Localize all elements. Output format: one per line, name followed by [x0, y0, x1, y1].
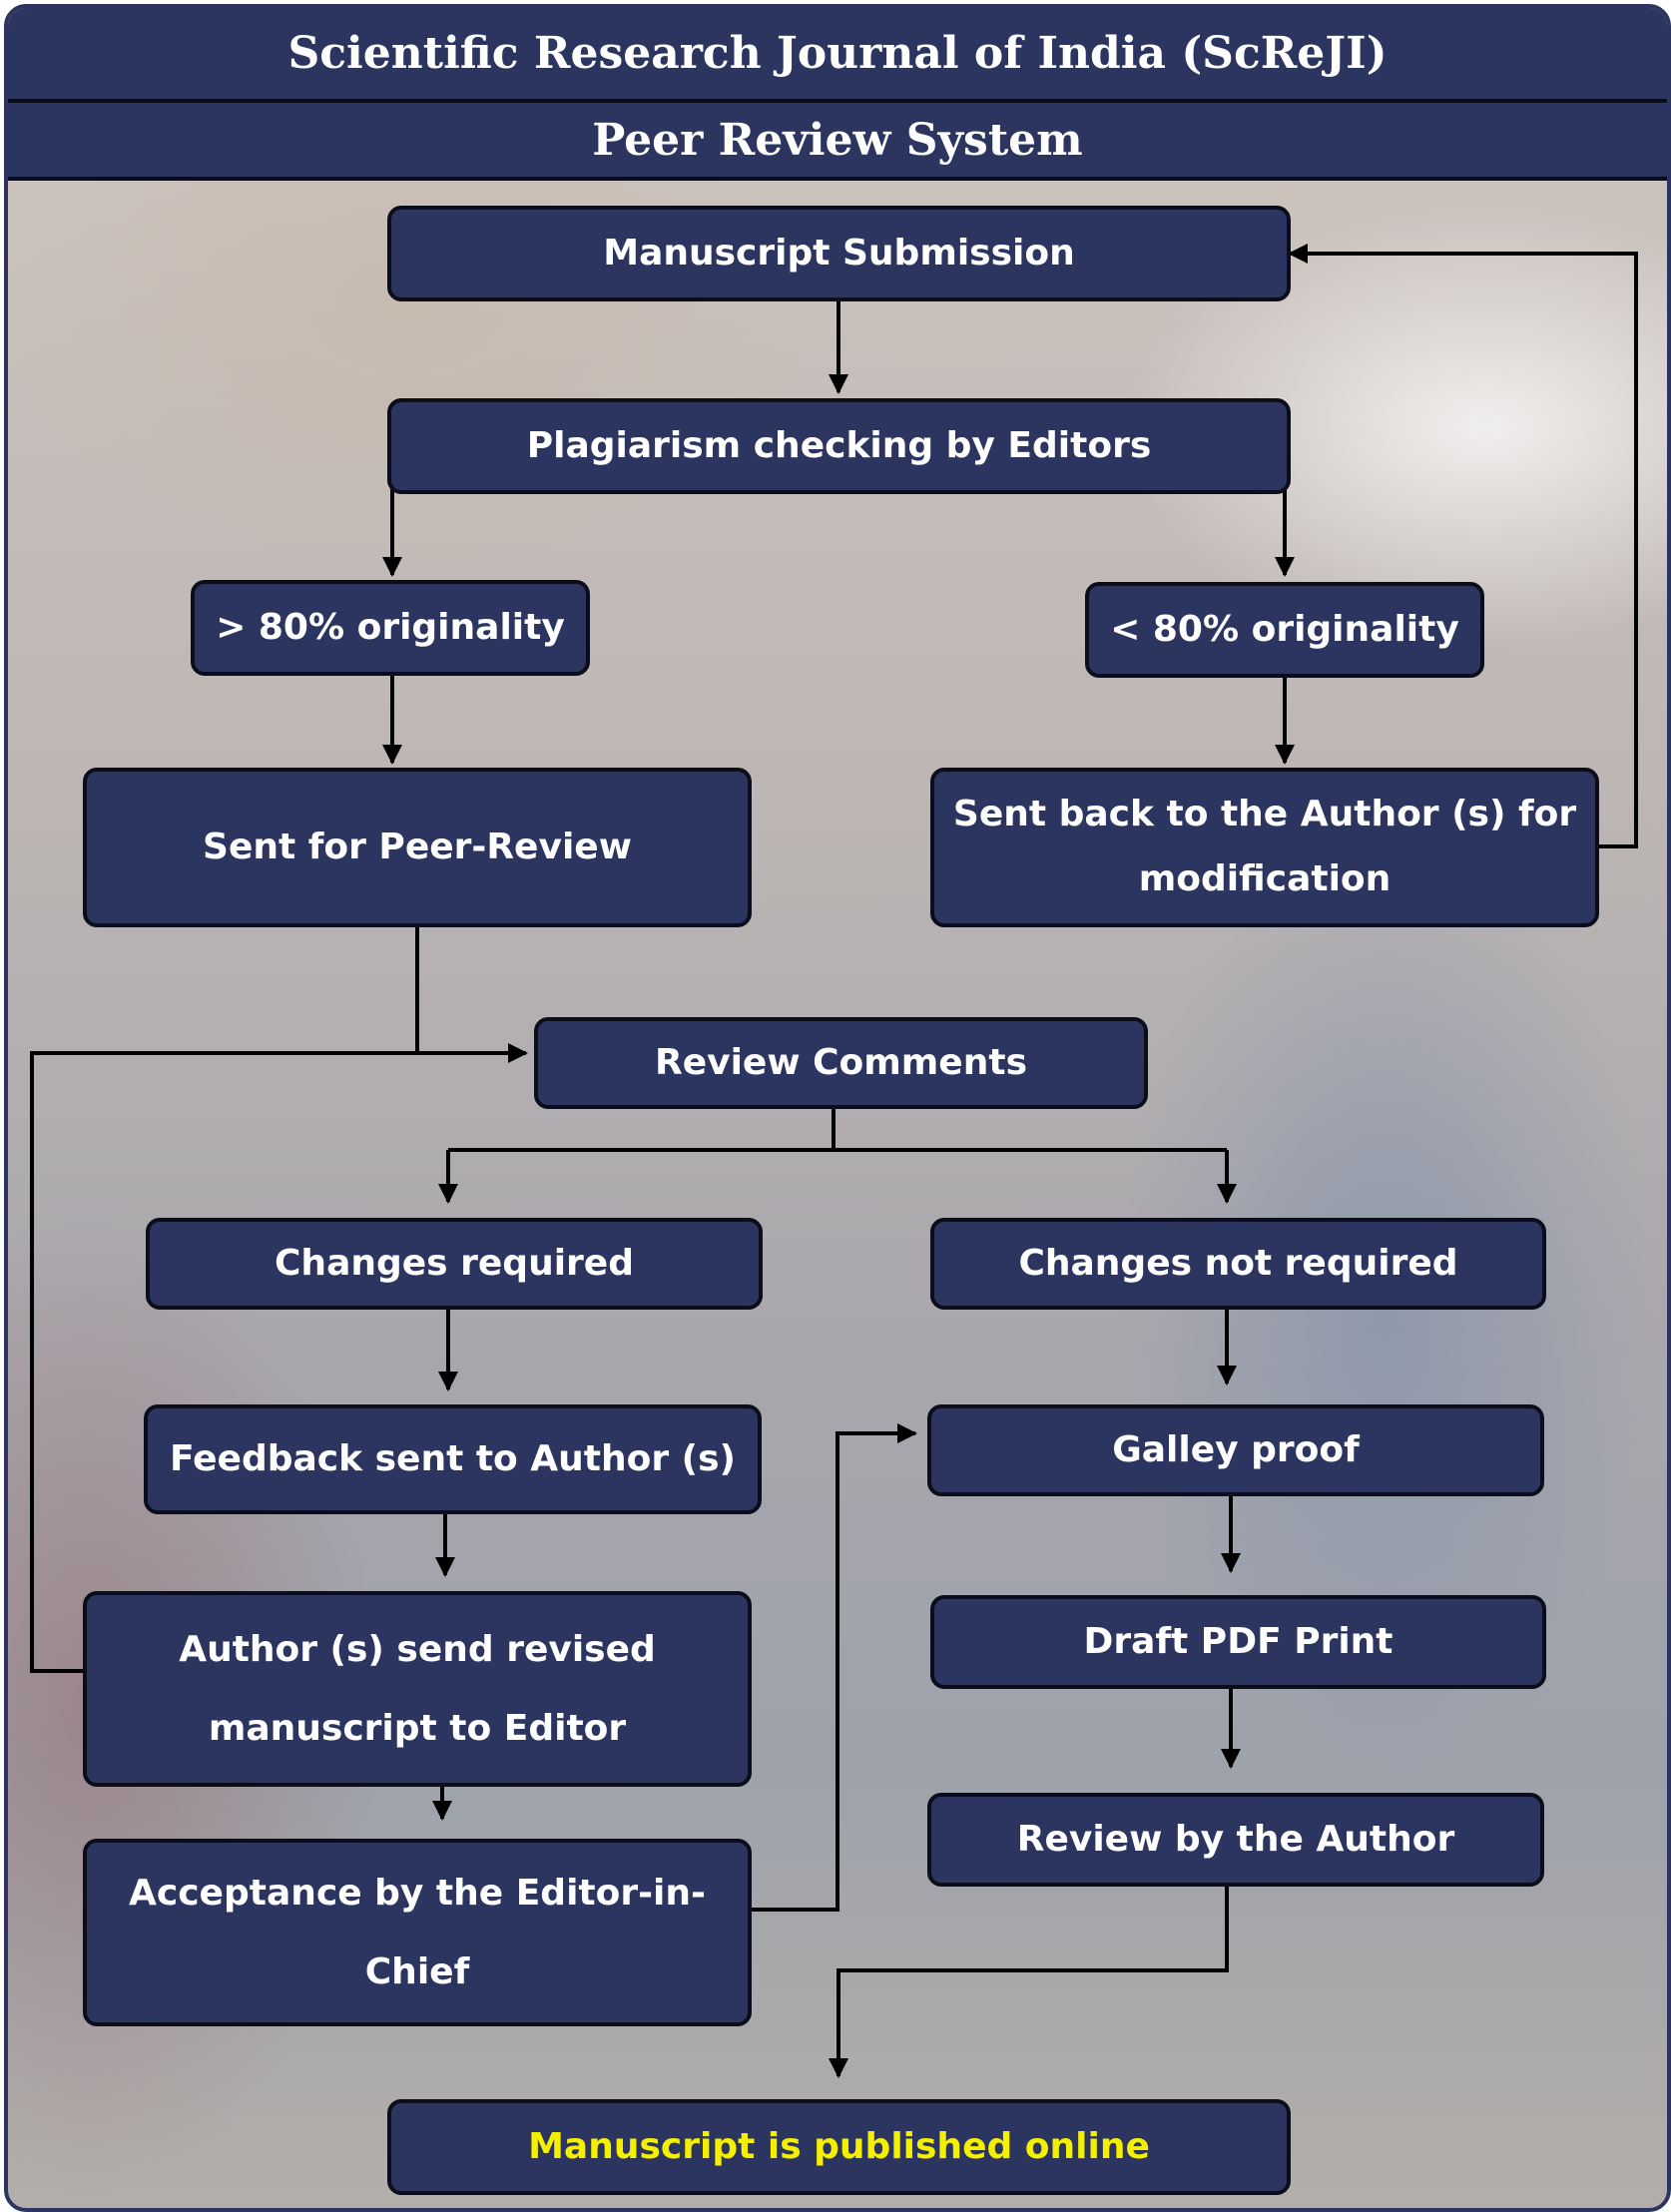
node-label: Manuscript Submission	[603, 233, 1075, 275]
arrow-acceptance-to-galley	[750, 1423, 917, 1912]
node-label: Changes required	[275, 1243, 634, 1285]
node-label: Sent for Peer-Review	[203, 827, 632, 868]
node-manuscript-submission: Manuscript Submission	[387, 206, 1291, 301]
diagram-subtitle: Peer Review System	[8, 103, 1667, 181]
node-acceptance-editor-in-chief: Acceptance by the Editor-in-Chief	[83, 1839, 752, 2026]
node-label: Review Comments	[654, 1042, 1027, 1084]
line-revised-loop	[30, 1051, 417, 1673]
node-label: Sent back to the Author (s) for modifica…	[952, 794, 1577, 899]
node-changes-required: Changes required	[146, 1218, 763, 1310]
node-label: Manuscript is published online	[528, 2126, 1150, 2168]
node-galley-proof: Galley proof	[927, 1404, 1544, 1496]
node-review-by-author: Review by the Author	[927, 1793, 1544, 1887]
node-label: Draft PDF Print	[1083, 1621, 1393, 1663]
journal-title: Scientific Research Journal of India (Sc…	[8, 8, 1667, 103]
node-label: > 80% originality	[216, 607, 565, 649]
node-published-online: Manuscript is published online	[387, 2099, 1291, 2195]
arrow-sent-back-to-submission	[1288, 244, 1638, 848]
node-review-comments: Review Comments	[534, 1017, 1148, 1109]
node-changes-not-required: Changes not required	[930, 1218, 1546, 1310]
node-label: Feedback sent to Author (s)	[170, 1438, 736, 1480]
node-revised-manuscript: Author (s) send revised manuscript to Ed…	[83, 1591, 752, 1787]
node-label: Changes not required	[1018, 1243, 1458, 1285]
diagram-frame: Scientific Research Journal of India (Sc…	[4, 4, 1671, 2212]
node-below-80-originality: < 80% originality	[1085, 582, 1484, 678]
node-plagiarism-check: Plagiarism checking by Editors	[387, 398, 1291, 494]
node-label: Author (s) send revised manuscript to Ed…	[179, 1628, 656, 1749]
arrow-review-author-to-published	[829, 1867, 1229, 2078]
node-label: Acceptance by the Editor-in-Chief	[129, 1872, 706, 1992]
node-feedback-sent: Feedback sent to Author (s)	[144, 1404, 762, 1514]
node-draft-pdf-print: Draft PDF Print	[930, 1595, 1546, 1689]
flow-connectors	[30, 244, 1638, 2078]
node-sent-back-to-author: Sent back to the Author (s) for modifica…	[930, 768, 1599, 927]
node-sent-for-peer-review: Sent for Peer-Review	[83, 768, 752, 927]
node-label: Galley proof	[1112, 1429, 1360, 1471]
node-label: Review by the Author	[1016, 1819, 1455, 1861]
node-label: < 80% originality	[1110, 609, 1459, 651]
node-above-80-originality: > 80% originality	[191, 580, 590, 676]
node-label: Plagiarism checking by Editors	[526, 425, 1152, 467]
